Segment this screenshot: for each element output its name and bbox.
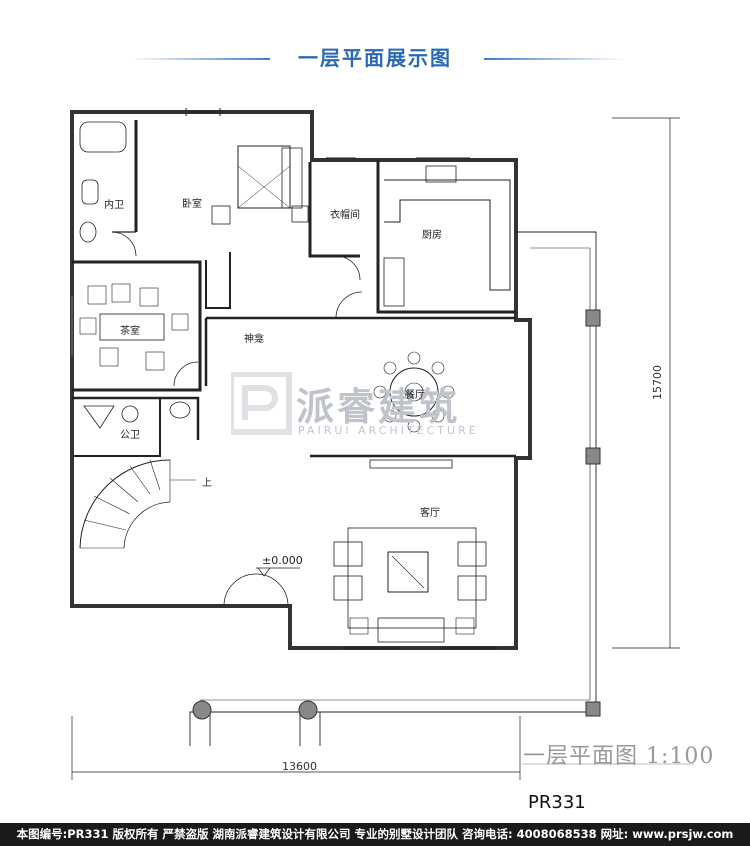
label-closet: 衣帽间 <box>330 210 360 221</box>
dimension-width: 13600 <box>282 760 317 773</box>
page-title: 一层平面展示图 <box>298 46 452 70</box>
watermark-brand: 派睿建筑 <box>296 385 461 429</box>
label-elevation: ±0.000 <box>262 554 303 567</box>
label-public-bath: 公卫 <box>120 430 140 441</box>
plan-code: PR331 <box>528 792 586 813</box>
title-decor-left <box>130 58 270 60</box>
label-dining: 餐厅 <box>405 390 425 401</box>
label-inner-bath: 内卫 <box>104 200 124 211</box>
label-bedroom: 卧室 <box>182 199 202 210</box>
watermark-subtitle: PAIRUI ARCHITECTURE <box>298 424 479 437</box>
label-stairs-up: 上 <box>202 478 212 489</box>
dimension-height: 15700 <box>651 365 664 400</box>
label-tea-room: 茶室 <box>120 326 140 337</box>
label-shrine: 神龛 <box>244 334 264 345</box>
label-kitchen: 厨房 <box>422 230 442 241</box>
watermark-logo-icon <box>231 372 292 435</box>
scale-note: 一层平面图 1:100 <box>523 744 715 769</box>
title-decor-right <box>484 58 624 60</box>
footer-banner: 本图编号:PR331 版权所有 严禁盗版 湖南派睿建筑设计有限公司 专业的别墅设… <box>0 823 750 846</box>
label-living: 客厅 <box>420 508 440 519</box>
